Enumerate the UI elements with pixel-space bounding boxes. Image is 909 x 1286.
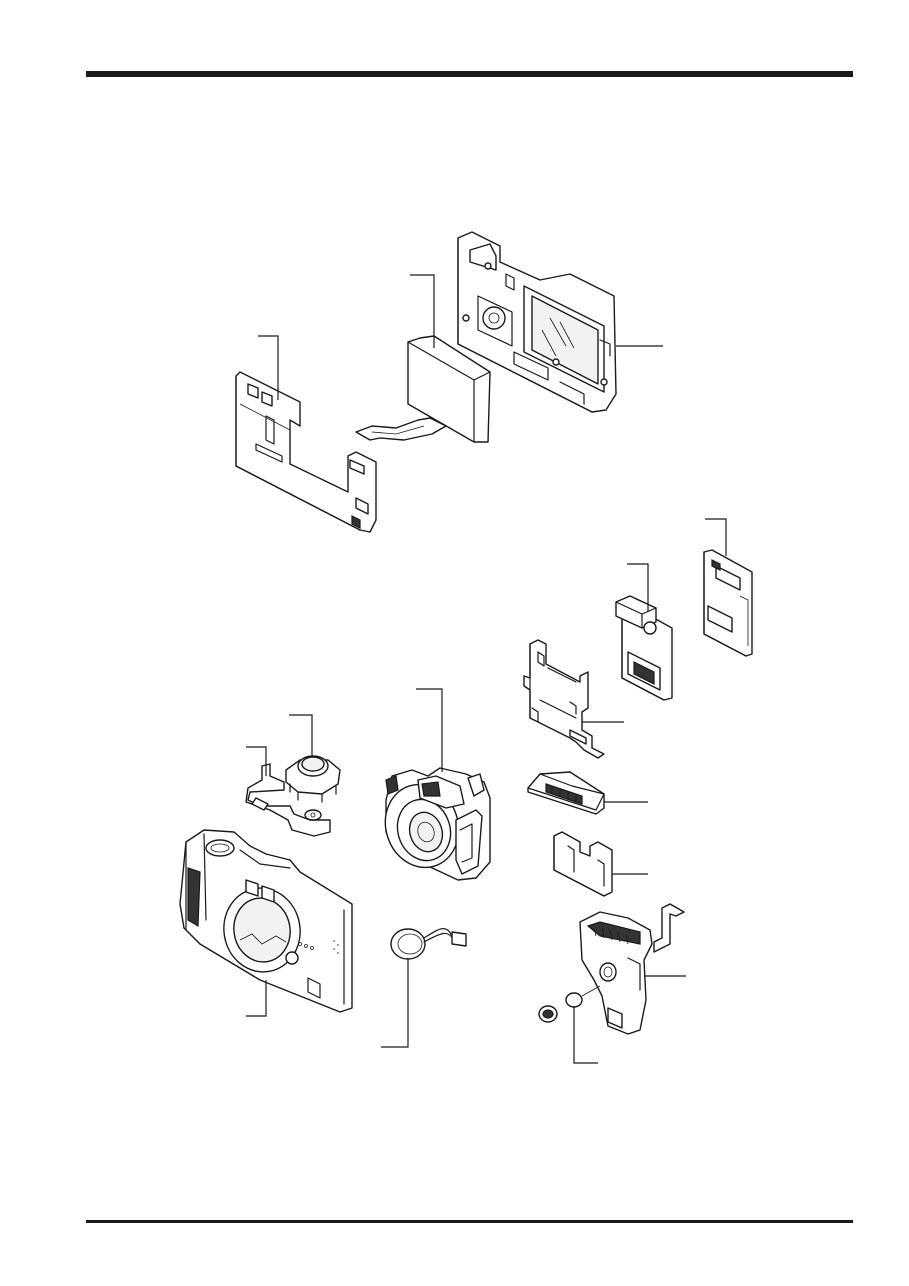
cover-plate [554,832,612,896]
leader-lens [416,689,442,772]
leader-button [289,715,312,756]
side-pcb [704,550,752,656]
lens-unit [375,768,490,880]
eyepiece-ring [539,986,600,1022]
main-pcb [236,372,376,532]
header-rule [86,71,853,77]
flex-board [246,764,330,836]
leader-card-slot [627,564,648,612]
leader-main-pcb [258,336,278,400]
leader-lines [246,275,726,1063]
leader-eyepiece [574,1006,598,1063]
footer-rule [86,1220,853,1223]
leader-lcd [410,275,434,348]
viewfinder-unit [580,904,684,1034]
button-unit [286,756,340,802]
speaker [391,929,466,959]
leader-front-case [246,980,266,1016]
rear-case [458,232,616,412]
leader-flex [246,747,266,776]
connector-block [528,772,604,814]
front-case [180,830,352,1012]
leader-side-pcb [705,519,726,556]
lcd-panel [356,336,490,442]
leader-speaker [381,958,408,1047]
chassis-frame [524,640,604,758]
card-slot-board [616,596,672,700]
